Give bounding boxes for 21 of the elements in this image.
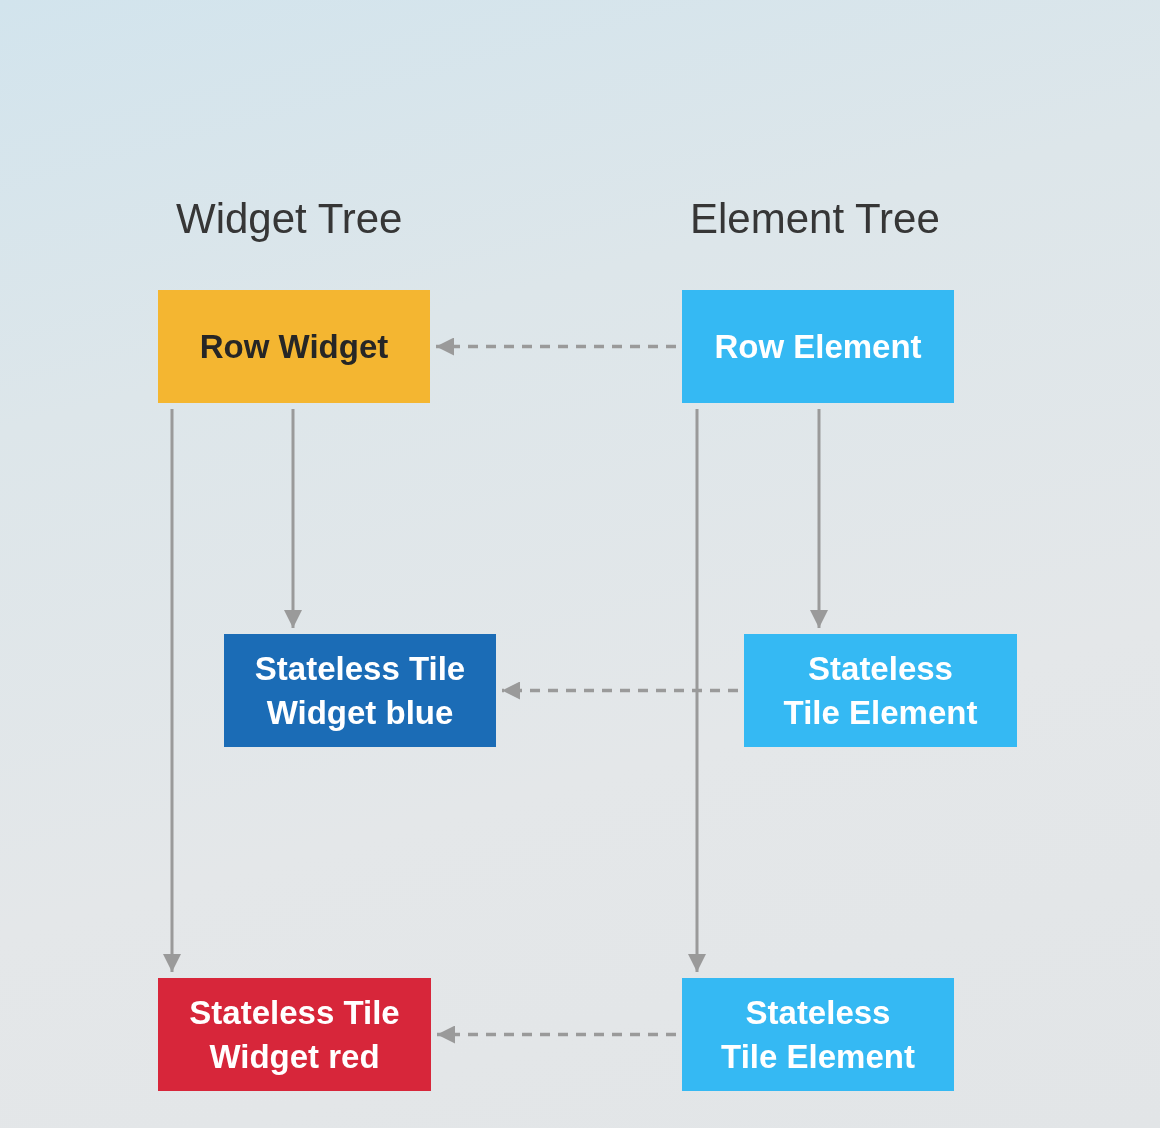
column-heading: Widget Tree [176, 196, 403, 243]
node-label: Stateless Tile Element [782, 648, 979, 733]
arrow [810, 409, 828, 628]
arrow [688, 409, 706, 972]
arrow [163, 409, 181, 972]
tree-node-box [682, 290, 954, 403]
node-label: Stateless Tile Widget blue [253, 648, 467, 733]
dashed-arrow [437, 1025, 676, 1044]
tree-node-box [224, 634, 496, 747]
arrow [284, 409, 302, 628]
dashed-arrow [436, 337, 676, 356]
tree-node-box [682, 978, 954, 1091]
node-label: Stateless Tile Element [720, 992, 916, 1077]
tree-node-box [158, 978, 431, 1091]
node-label: Stateless Tile Widget red [188, 992, 401, 1077]
tree-node-box [158, 290, 430, 403]
tree-node-box [744, 634, 1017, 747]
node-label: Row Widget [199, 326, 389, 367]
dashed-arrow [502, 681, 738, 700]
node-label: Row Element [714, 326, 922, 367]
column-heading: Element Tree [690, 196, 940, 243]
